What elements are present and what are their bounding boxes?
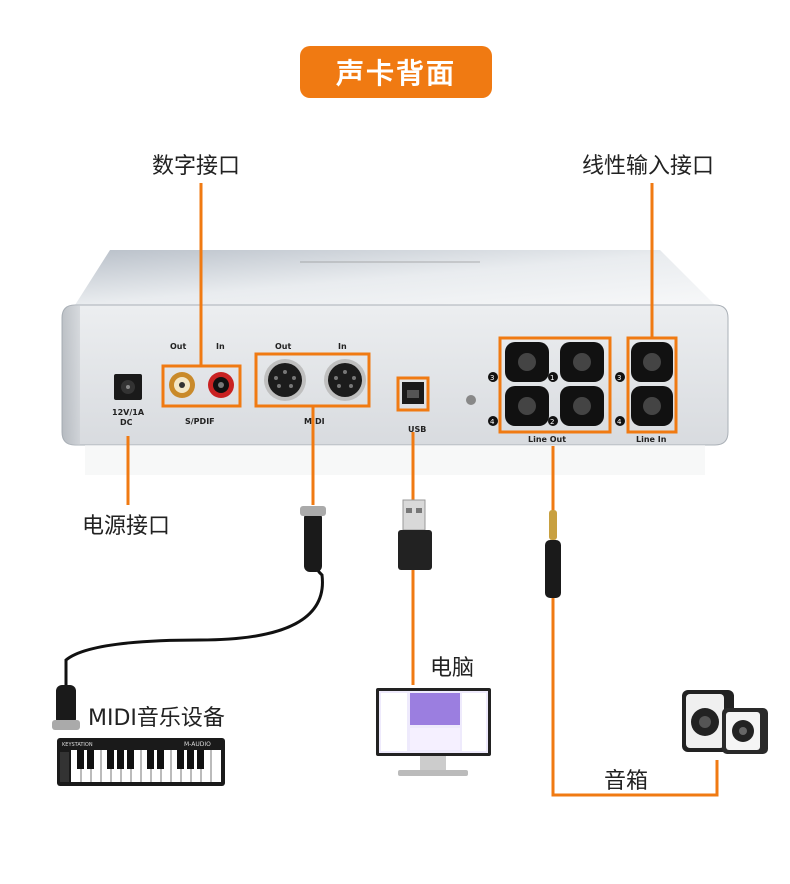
line-out-num-4: 4 <box>490 418 495 426</box>
midi-cable <box>52 506 326 730</box>
speaker-icon <box>682 690 768 754</box>
power-dc-text: DC <box>120 418 133 427</box>
line-out-ports: 3 4 1 2 Line Out <box>488 336 612 444</box>
speaker-label: 音箱 <box>604 769 649 794</box>
power-rating-text: 12V/1A <box>112 408 145 417</box>
connector-lines <box>126 183 719 797</box>
spdif-out-text: Out <box>170 342 186 351</box>
line-input-label: 线性输入接口 <box>582 154 715 179</box>
keyboard-model-text: KEYSTATION <box>62 742 93 748</box>
device-top <box>75 250 715 305</box>
power-interface-label: 电源接口 <box>82 514 171 539</box>
computer-label: 电脑 <box>430 656 475 681</box>
usb-text: USB <box>408 425 426 434</box>
device-left-edge <box>62 305 80 445</box>
line-out-text: Line Out <box>528 435 566 444</box>
line-in-num-3: 3 <box>617 374 621 382</box>
line-out-num-1: 1 <box>550 374 554 382</box>
speaker-connector-line <box>551 598 719 797</box>
midi-keyboard-icon: KEYSTATION M-AUDIO <box>57 738 225 786</box>
usb-plug <box>398 499 432 570</box>
midi-plug-top <box>304 512 322 572</box>
computer-monitor-icon <box>376 688 491 776</box>
line-out-highlight-box <box>498 336 612 434</box>
line-in-text: Line In <box>636 435 667 444</box>
spdif-ports: Out In S/PDIF <box>161 342 242 426</box>
line-out-num-2: 2 <box>550 418 554 426</box>
midi-plug-bottom <box>56 685 76 725</box>
line-in-ports: 3 4 Line In <box>615 336 678 444</box>
device-reflection <box>85 445 705 475</box>
audio-jack-plug <box>545 510 561 598</box>
midi-out-text: Out <box>275 342 291 351</box>
midi-ports: Out In MIDI <box>254 342 371 426</box>
keyboard-brand-text: M-AUDIO <box>184 741 211 748</box>
power-jack: 12V/1A DC <box>112 374 145 427</box>
midi-in-text: In <box>338 342 347 351</box>
line-in-num-4: 4 <box>617 418 622 426</box>
page-title: 声卡背面 <box>300 46 492 98</box>
line-out-num-3: 3 <box>490 374 494 382</box>
ground-screw <box>466 395 476 405</box>
digital-interface-label: 数字接口 <box>152 154 241 179</box>
midi-device-label: MIDI音乐设备 <box>88 706 225 731</box>
spdif-in-text: In <box>216 342 225 351</box>
usb-highlight-box <box>396 376 430 412</box>
usb-port: USB <box>396 376 430 434</box>
spdif-text: S/PDIF <box>185 417 215 426</box>
